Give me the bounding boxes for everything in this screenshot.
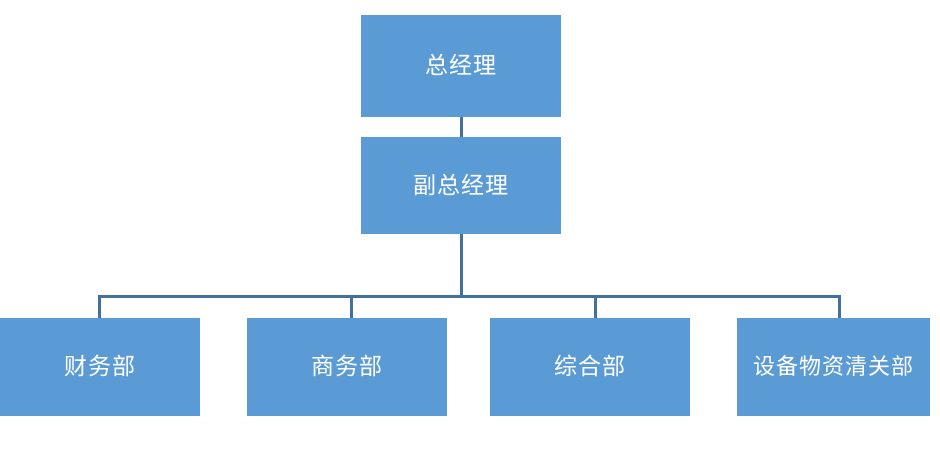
org-node-label: 总经理 bbox=[425, 52, 497, 79]
org-node-label: 设备物资清关部 bbox=[752, 353, 914, 379]
connector-department-bar bbox=[98, 295, 841, 298]
org-node-label: 商务部 bbox=[311, 353, 383, 380]
org-node-equipment-materials-customs-department[interactable]: 设备物资清关部 bbox=[737, 318, 930, 416]
org-node-finance-department[interactable]: 财务部 bbox=[0, 318, 200, 416]
org-node-general-manager[interactable]: 总经理 bbox=[361, 15, 561, 117]
org-node-label: 综合部 bbox=[554, 353, 626, 380]
connector-drop-business bbox=[350, 295, 353, 318]
org-node-label: 财务部 bbox=[64, 353, 136, 380]
connector-drop-finance bbox=[98, 295, 101, 318]
org-node-label: 副总经理 bbox=[413, 171, 509, 198]
org-node-deputy-general-manager[interactable]: 副总经理 bbox=[361, 137, 561, 234]
connector-deputy-stem bbox=[460, 234, 463, 296]
connector-gm-to-deputy bbox=[460, 117, 463, 137]
org-node-business-department[interactable]: 商务部 bbox=[247, 318, 447, 416]
org-node-general-affairs-department[interactable]: 综合部 bbox=[490, 318, 690, 416]
connector-drop-general-affairs bbox=[594, 295, 597, 318]
connector-drop-equipment-customs bbox=[838, 295, 841, 318]
